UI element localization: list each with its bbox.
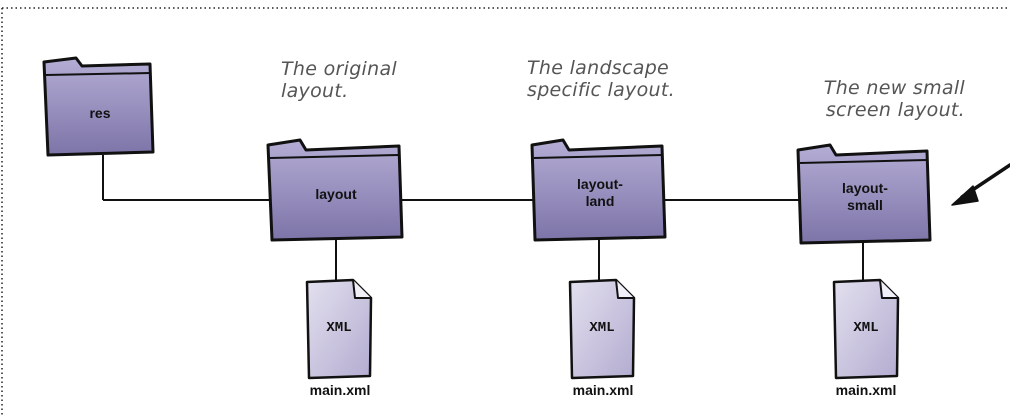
file-name-layout-small: main.xml xyxy=(835,382,897,398)
folder-label-layout-small: layout- small xyxy=(842,180,888,213)
file-name-layout: main.xml xyxy=(309,382,371,398)
file-icon-layout[interactable] xyxy=(305,278,373,380)
file-icon-layout-small[interactable] xyxy=(832,278,900,380)
folder-layout[interactable] xyxy=(266,138,404,242)
folder-label-layout-land: layout- land xyxy=(577,176,623,209)
dotted-frame xyxy=(1,7,1008,417)
file-icon-layout-land[interactable] xyxy=(568,278,636,380)
file-name-layout-land: main.xml xyxy=(572,382,634,398)
pointer-arrow xyxy=(951,163,1010,206)
folder-layout-small[interactable] xyxy=(796,143,932,245)
file-tag-layout-small: XML xyxy=(853,320,879,336)
folder-label-res: res xyxy=(89,105,111,121)
folder-layout-land[interactable] xyxy=(530,138,667,242)
note-landscape: The landscape specific layout. xyxy=(527,57,675,101)
note-original: The original layout. xyxy=(281,58,397,102)
folder-label-layout: layout xyxy=(315,186,357,202)
file-tag-layout-land: XML xyxy=(589,320,615,336)
folder-res[interactable] xyxy=(42,56,155,157)
note-small: The new small screen layout. xyxy=(823,77,965,121)
file-tag-layout: XML xyxy=(326,320,352,336)
connector-lines xyxy=(102,155,864,280)
